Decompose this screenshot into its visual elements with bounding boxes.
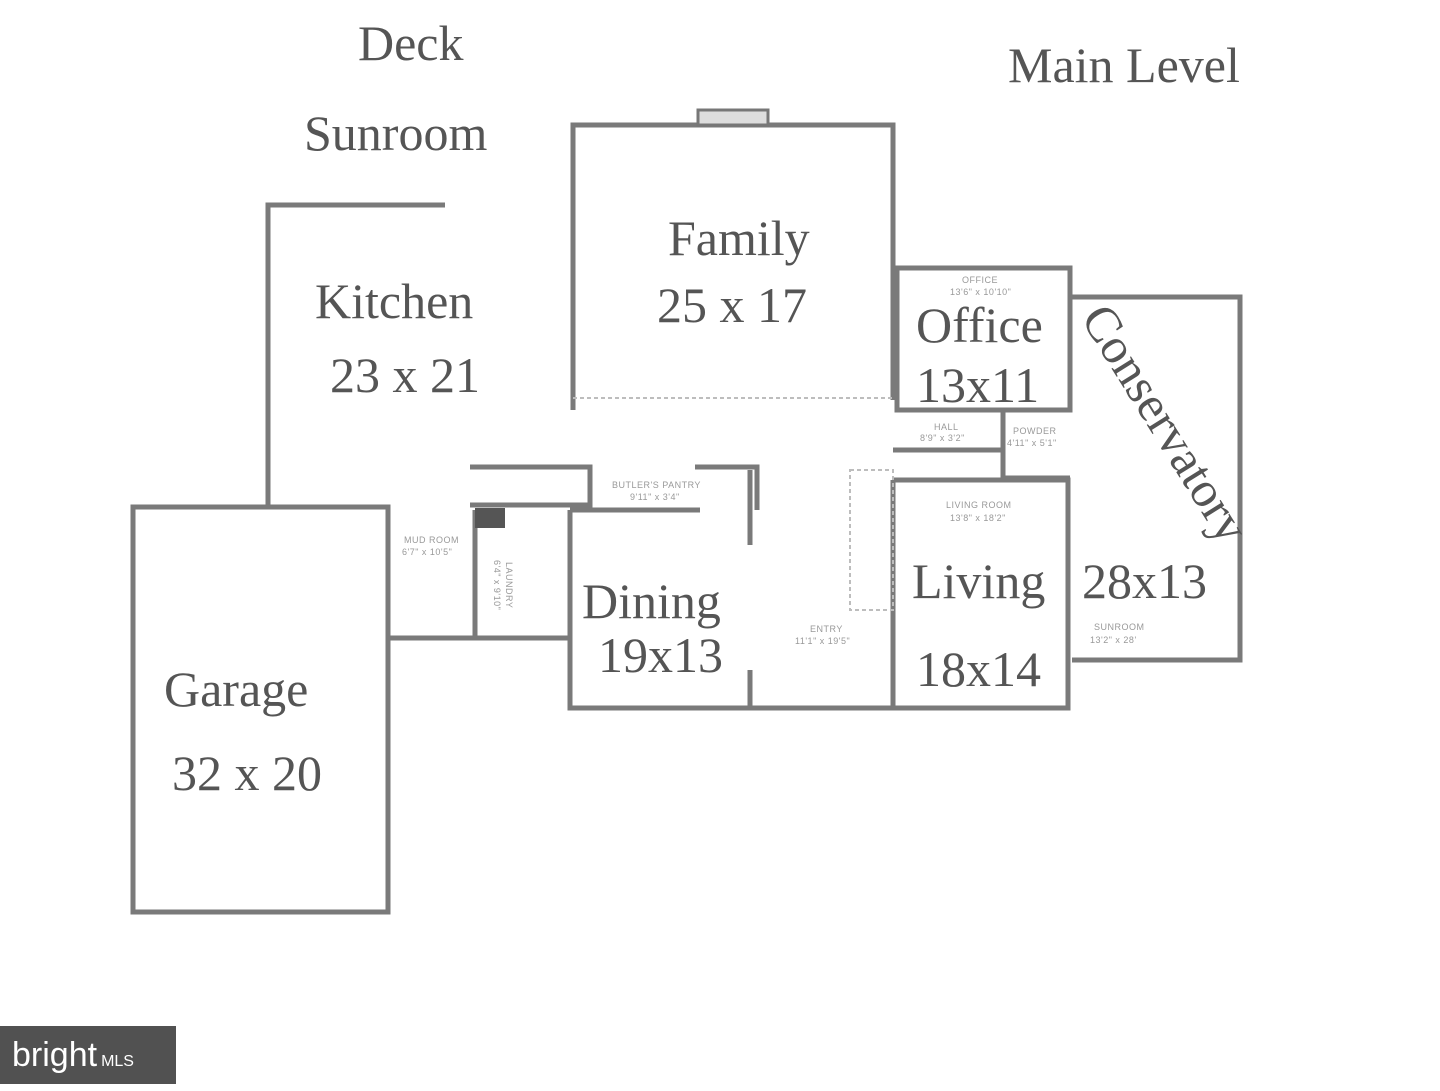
kitchen-label: Kitchen (315, 273, 473, 329)
office-size: 13x11 (916, 357, 1039, 413)
walls (130, 108, 1243, 915)
living-size: 18x14 (916, 641, 1041, 697)
living-room-size: 13'8" x 18'2" (950, 513, 1006, 523)
living-room-label: LIVING ROOM (946, 500, 1012, 510)
laundry-size: 6'4" x 9'10" (492, 560, 502, 610)
small-labels: HALL 8'9" x 3'2" POWDER 4'11" x 5'1" BUT… (402, 275, 1145, 646)
hall-size: 8'9" x 3'2" (920, 433, 965, 443)
dining-label: Dining (582, 573, 721, 629)
entry-label: ENTRY (810, 624, 843, 634)
sunroom-top-label: Sunroom (304, 105, 487, 161)
watermark-brand: bright (12, 1036, 98, 1074)
page-title: Main Level (1008, 37, 1240, 93)
sunroom-size: 13'2" x 28' (1090, 635, 1137, 645)
mud-room-size: 6'7" x 10'5" (402, 547, 452, 557)
entry-size: 11'1" x 19'5" (795, 636, 850, 646)
sunroom-label: SUNROOM (1094, 622, 1145, 632)
powder-label: POWDER (1013, 426, 1057, 436)
kitchen-size: 23 x 21 (330, 347, 480, 403)
office-label: Office (916, 297, 1043, 353)
mud-room-label: MUD ROOM (404, 535, 459, 545)
powder-size: 4'11" x 5'1" (1007, 438, 1057, 448)
butlers-pantry-size: 9'11" x 3'4" (630, 492, 680, 502)
laundry-label: LAUNDRY (504, 562, 514, 608)
butlers-pantry-label: BUTLER'S PANTRY (612, 480, 701, 490)
office-small-size: 13'6" x 10'10" (950, 287, 1011, 297)
conservatory-size: 28x13 (1082, 553, 1207, 609)
family-label: Family (668, 210, 810, 266)
family-size: 25 x 17 (657, 277, 807, 333)
garage-label: Garage (164, 661, 308, 717)
room-labels: Main Level Deck Sunroom Kitchen 23 x 21 … (164, 15, 1261, 801)
hall-label: HALL (934, 422, 959, 432)
conservatory-label: Conservatory (1071, 294, 1261, 552)
living-label: Living (912, 553, 1045, 609)
deck-label: Deck (358, 15, 464, 71)
watermark-suffix: MLS (101, 1053, 134, 1070)
garage-size: 32 x 20 (172, 745, 322, 801)
office-small-label: OFFICE (962, 275, 998, 285)
dining-size: 19x13 (598, 627, 723, 683)
